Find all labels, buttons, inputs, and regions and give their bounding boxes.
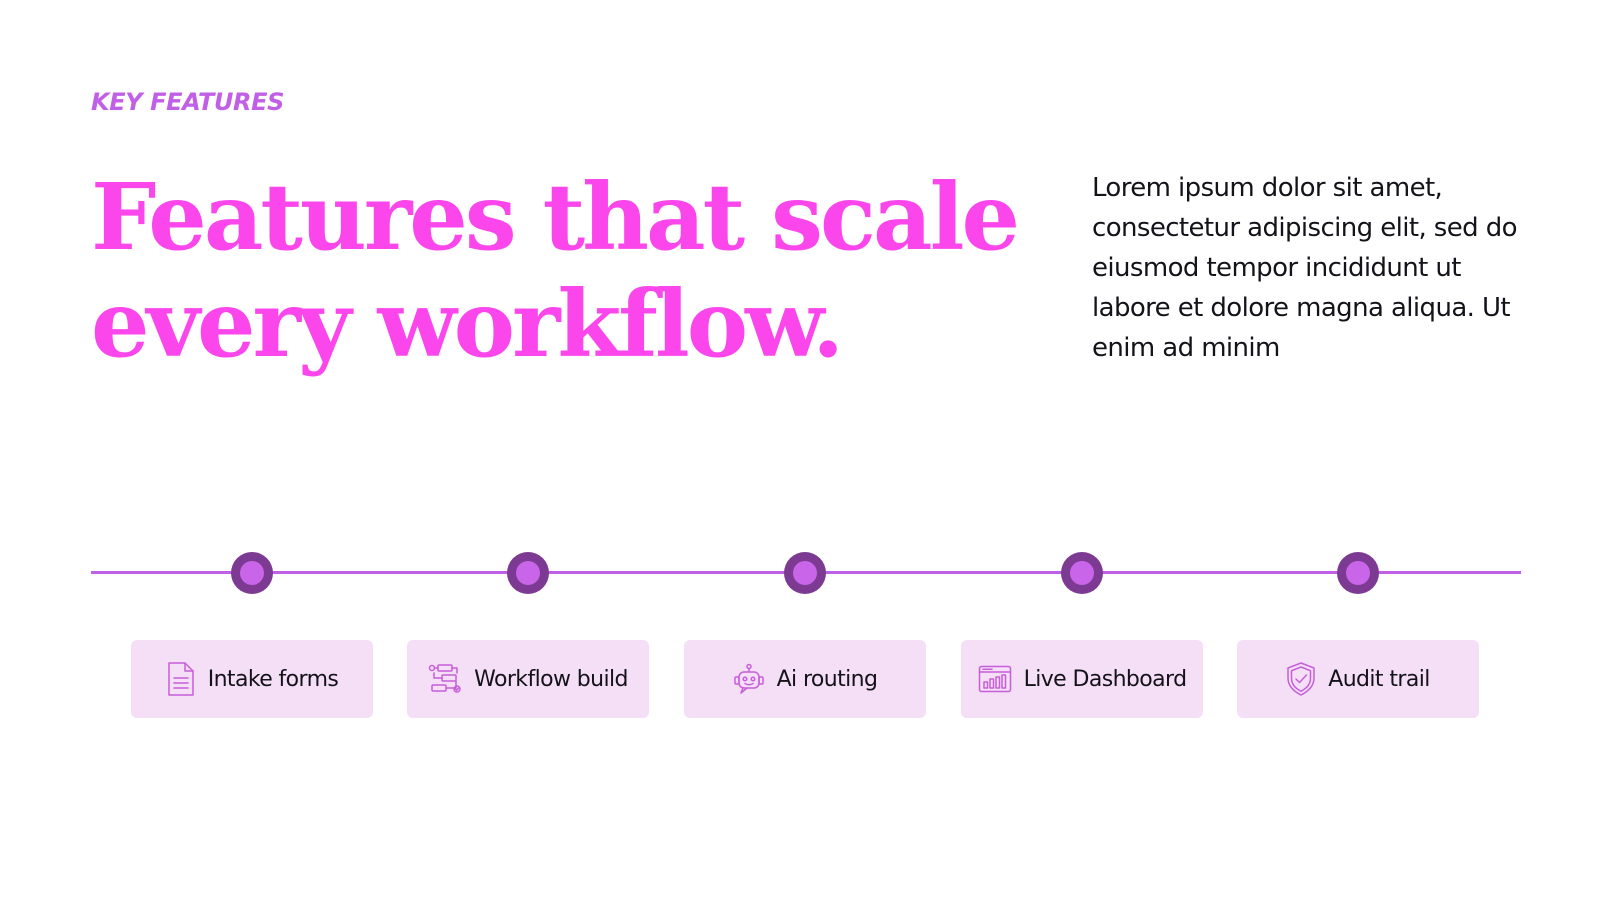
shield-check-icon xyxy=(1286,661,1316,697)
page-title: Features that scale every workflow. xyxy=(91,163,1020,378)
feature-label: Intake forms xyxy=(207,666,339,692)
timeline-node-ai-routing xyxy=(784,552,826,594)
feature-card-ai-routing[interactable]: Ai routing xyxy=(684,640,926,718)
feature-label: Live Dashboard xyxy=(1023,666,1187,692)
feature-label: Workflow build xyxy=(474,666,628,692)
timeline-node-workflow-build xyxy=(507,552,549,594)
page-title-line-1: Features that scale xyxy=(91,163,1020,271)
timeline-node-intake-forms xyxy=(231,552,273,594)
feature-card-workflow-build[interactable]: Workflow build xyxy=(407,640,649,718)
feature-card-audit-trail[interactable]: Audit trail xyxy=(1237,640,1479,718)
robot-icon xyxy=(733,663,765,695)
feature-card-live-dashboard[interactable]: Live Dashboard xyxy=(961,640,1203,718)
page-title-line-2: every workflow. xyxy=(91,270,844,378)
document-icon xyxy=(166,661,196,697)
timeline-node-audit-trail xyxy=(1337,552,1379,594)
timeline-node-live-dashboard xyxy=(1061,552,1103,594)
section-eyebrow: KEY FEATURES xyxy=(91,88,285,116)
feature-label: Audit trail xyxy=(1328,666,1430,692)
dashboard-icon xyxy=(978,665,1012,693)
workflow-icon xyxy=(428,663,462,695)
intro-paragraph: Lorem ipsum dolor sit amet, consectetur … xyxy=(1092,173,1518,363)
feature-label: Ai routing xyxy=(776,666,878,692)
feature-card-intake-forms[interactable]: Intake forms xyxy=(131,640,373,718)
